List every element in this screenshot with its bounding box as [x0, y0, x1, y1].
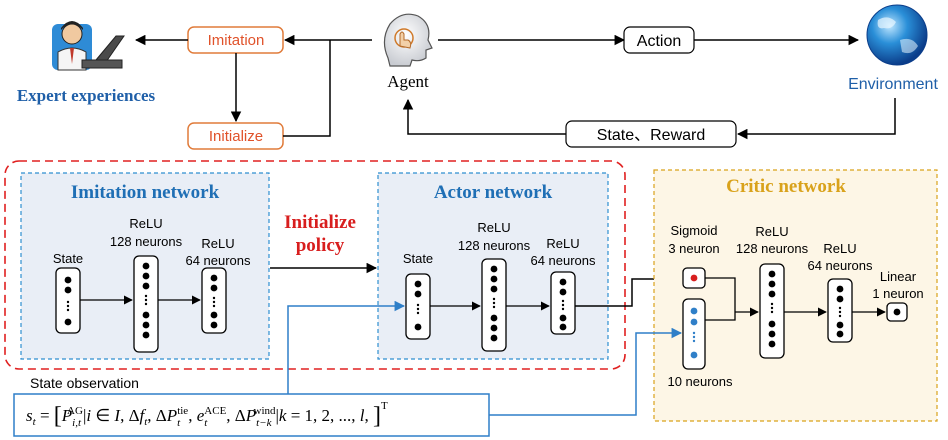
- critic-output-label-a: Linear: [880, 269, 917, 284]
- critic-sigmoid-node: [682, 267, 706, 289]
- critic-network-panel: [653, 169, 938, 422]
- imitation-state-label: State: [53, 251, 83, 266]
- initialize-policy-line2: policy: [296, 235, 345, 256]
- imitation-hidden-layer-64: [201, 267, 227, 334]
- arrow-initialize-to-agent: [283, 40, 331, 137]
- initialize-label: Initialize: [209, 128, 263, 145]
- actor-layer1-label-a: ReLU: [477, 220, 510, 235]
- critic-merge-input: [705, 312, 736, 321]
- state-observation-label: State observation: [30, 375, 139, 391]
- actor-state-label: State: [403, 251, 433, 266]
- arrow-state-reward-to-agent: [402, 98, 566, 135]
- critic-layer2-label-a: ReLU: [823, 241, 856, 256]
- state-observation-formula: st = [Pi,tAG|i ∈ I, Δft, ΔPttie, etACE, …: [26, 400, 388, 429]
- imitation-layer2-label-a: ReLU: [201, 236, 234, 251]
- expert-icon: [52, 21, 125, 71]
- critic-merge-sigmoid: [705, 277, 736, 312]
- actor-network-title: Actor network: [434, 182, 553, 203]
- initialize-policy-line1: Initialize: [284, 212, 356, 233]
- imitation-state-layer: [55, 267, 81, 334]
- critic-input-layer: [682, 298, 706, 370]
- imitation-label: Imitation: [208, 32, 265, 49]
- actor-layer2-label-a: ReLU: [546, 236, 579, 251]
- actor-hidden-layer-128: [481, 258, 507, 352]
- imitation-layer1-label-a: ReLU: [129, 216, 162, 231]
- policy-group-border: [4, 160, 626, 370]
- imitation-layer1-label-b: 128 neurons: [110, 234, 183, 249]
- observation-to-critic-arrow: [489, 327, 683, 416]
- imitation-layer2-label-b: 64 neurons: [185, 253, 251, 268]
- critic-sigmoid-label-a: Sigmoid: [671, 223, 718, 238]
- critic-layer1-label-b: 128 neurons: [736, 241, 809, 256]
- imitation-hidden-layer-128: [133, 255, 159, 353]
- agent-label: Agent: [387, 72, 429, 91]
- arrow-environment-to-state-reward: [736, 98, 896, 140]
- svg-text:st = [Pi,tAG|i ∈ I, Δft, ΔPtti: st = [Pi,tAG|i ∈ I, Δft, ΔPttie, etACE, …: [26, 400, 388, 429]
- critic-hidden-layer-128: [759, 263, 785, 359]
- state-reward-label: State、Reward: [597, 127, 706, 144]
- actor-layer2-label-b: 64 neurons: [530, 253, 596, 268]
- critic-hidden-layer-64: [827, 278, 853, 343]
- critic-output-node: [886, 302, 908, 322]
- imitation-network-title: Imitation network: [71, 182, 220, 203]
- state-observation-box: [13, 393, 490, 437]
- environment-label: Environment: [848, 76, 938, 93]
- actor-state-layer: [405, 273, 431, 340]
- critic-layer2-label-b: 64 neurons: [807, 258, 873, 273]
- critic-output-label-b: 1 neuron: [872, 286, 923, 301]
- expert-experiences-label: Expert experiences: [17, 86, 156, 105]
- critic-sigmoid-label-b: 3 neuron: [668, 241, 719, 256]
- agent-icon: [383, 13, 433, 67]
- action-label: Action: [637, 33, 681, 50]
- critic-layer1-label-a: ReLU: [755, 224, 788, 239]
- critic-input-label: 10 neurons: [667, 374, 733, 389]
- actor-hidden-layer-64: [550, 271, 576, 335]
- critic-network-title: Critic network: [726, 176, 846, 197]
- environment-globe-icon: [866, 4, 928, 66]
- actor-layer1-label-b: 128 neurons: [458, 238, 531, 253]
- observation-to-actor-arrow: [287, 300, 406, 394]
